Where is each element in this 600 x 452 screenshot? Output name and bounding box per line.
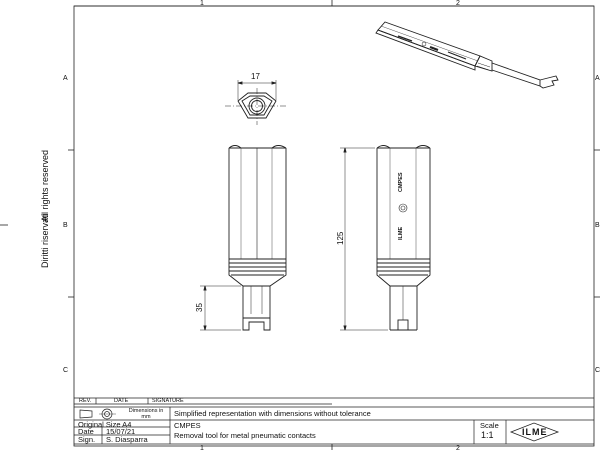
part-marking-brand: ILME xyxy=(398,226,404,240)
revision-signature-header: SIGNATURE xyxy=(152,398,184,404)
zone-column-2-top: 2 xyxy=(456,0,460,7)
zone-row-c-left: C xyxy=(63,367,69,374)
ilme-emblem xyxy=(398,203,408,213)
part-code: CMPES xyxy=(174,421,201,430)
title-block-lines xyxy=(74,397,594,445)
original-size-label: Original Size A4 xyxy=(78,420,132,429)
zone-column-1-top: 1 xyxy=(200,0,204,7)
dimension-hex: 17 xyxy=(251,72,260,81)
dimension-total-length: 125 xyxy=(336,231,345,245)
ilme-logo xyxy=(509,422,560,442)
scale-value: 1:1 xyxy=(481,430,494,440)
scale-label: Scale xyxy=(480,421,499,430)
revision-date-header: DATE xyxy=(114,398,129,404)
zone-row-b-right: B xyxy=(595,222,600,229)
left-side-view xyxy=(200,145,287,331)
hex-end-view xyxy=(225,80,288,125)
zone-row-a-left: A xyxy=(63,75,68,82)
side-note-english: All rights reserved xyxy=(40,149,50,222)
projection-symbol xyxy=(79,408,116,420)
part-description: Removal tool for metal pneumatic contact… xyxy=(174,431,316,440)
revision-rev-header: REV. xyxy=(79,398,92,404)
ilme-logo-text: ILME xyxy=(522,427,548,437)
sign-value: S. Diasparra xyxy=(106,435,148,444)
date-label: Date xyxy=(78,427,94,436)
dimensions-in-mm-label: Dimensions in mm xyxy=(128,408,164,420)
right-side-view xyxy=(340,145,431,331)
zone-row-b-left: B xyxy=(63,222,68,229)
part-marking-code: CMPES xyxy=(398,172,404,192)
dimension-tip-length: 35 xyxy=(195,303,204,312)
sign-label: Sign. xyxy=(78,435,96,444)
drawing-note: Simplified representation with dimension… xyxy=(174,409,371,418)
zone-column-2-bottom: 2 xyxy=(456,445,460,452)
zone-row-a-right: A xyxy=(595,75,600,82)
date-value: 15/07/21 xyxy=(106,427,136,436)
zone-column-1-bottom: 1 xyxy=(200,445,204,452)
zone-row-c-right: C xyxy=(595,367,600,374)
isometric-view xyxy=(375,21,559,89)
